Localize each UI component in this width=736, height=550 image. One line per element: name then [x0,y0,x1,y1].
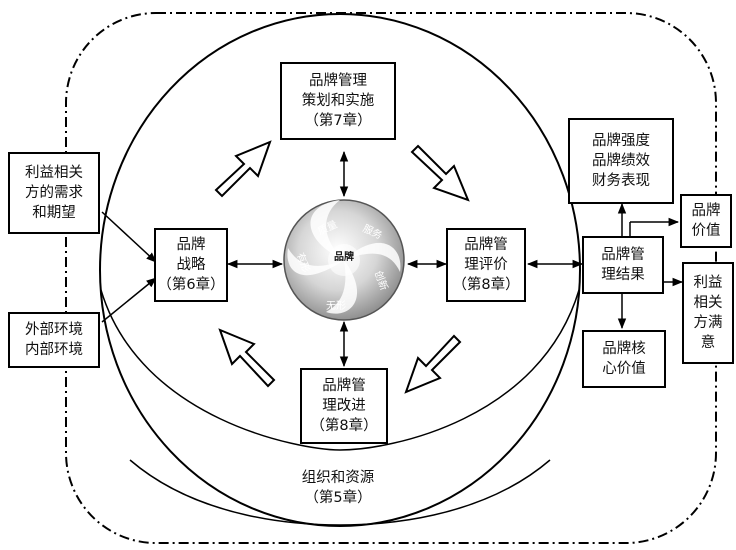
swirl-center-label: 品牌 [334,252,354,263]
organization-label: 组织和资源 （第5章） [301,470,375,506]
results-box: 品牌管 理结果 [582,236,664,294]
swirl-segment-intangible: 无形 [326,301,346,312]
arrow-needs-to-strategy [101,211,157,263]
hollow-arrow-improvement-to-strategy [218,328,276,388]
organization-sphere [99,13,581,527]
strategy-box: 品牌 战略 （第6章） [154,228,228,302]
brand-value-box: 品牌 价值 [680,194,732,248]
core-value-box: 品牌核 心价值 [582,330,666,388]
environment-box: 外部环境 内部环境 [8,312,100,368]
arrow-environment-to-strategy [101,277,157,323]
satisfaction-box: 利益 相关 方满 意 [682,262,734,364]
sphere-base-arc [129,459,551,526]
performance-box: 品牌强度 品牌绩效 财务表现 [568,118,674,204]
improvement-box: 品牌管 理改进 （第8章） [300,368,388,444]
hollow-arrow-evaluation-to-improvement [404,334,462,394]
brand-swirl-emblem [283,199,405,321]
planning-box: 品牌管理 策划和实施 （第7章） [280,62,396,140]
sphere-inner-arc [100,289,580,451]
evaluation-box: 品牌管 理评价 （第8章） [446,228,526,302]
stakeholder-needs-box: 利益相关 方的需求 和期望 [8,152,100,234]
hollow-arrow-planning-to-evaluation [410,144,470,202]
hollow-arrow-strategy-to-planning [214,140,272,198]
